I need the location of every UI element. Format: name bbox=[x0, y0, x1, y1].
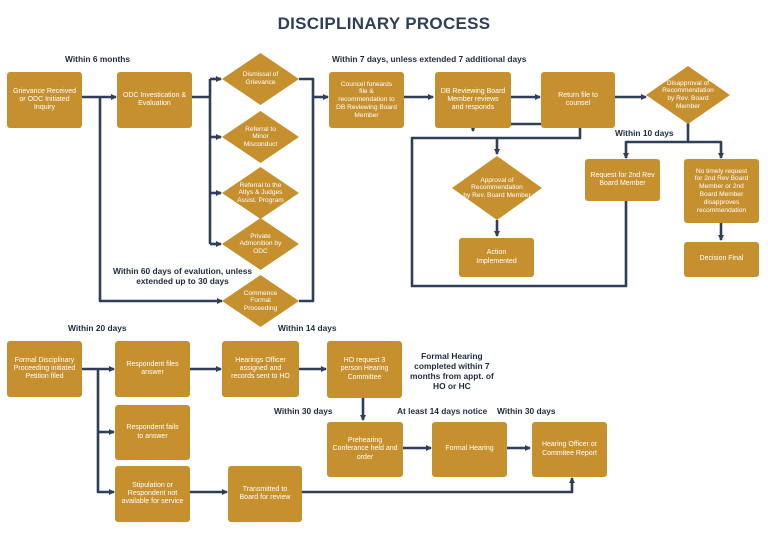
respondent-fails-box: Respondent fails to answer bbox=[115, 405, 190, 460]
transmitted-box: Transmitted to Board for review bbox=[228, 466, 302, 522]
note-thirty-days-b: Within 30 days bbox=[497, 406, 556, 416]
request-second-box: Request for 2nd Rev Board Member bbox=[585, 159, 660, 201]
petition-filed-box: Formal Disciplinary Proceeding initiated… bbox=[7, 341, 82, 397]
minor-misconduct-diamond: Referral to Minor Misconduct bbox=[222, 111, 299, 163]
note-fourteen-notice: At least 14 days notice bbox=[397, 406, 488, 416]
formal-proceeding-diamond: Commence Formal Proceeding bbox=[222, 275, 299, 327]
note-six-months: Within 6 months bbox=[65, 54, 131, 64]
prehearing-box: Prehearing Conferance held and order bbox=[327, 422, 403, 477]
note-fourteen-days: Within 14 days bbox=[278, 323, 337, 333]
approval-diamond: Approval of Recommendation by Rev. Board… bbox=[452, 156, 542, 220]
decision-final-box: Decision Final bbox=[684, 242, 759, 277]
officer-report-box: Hearing Officer or Commitee Report bbox=[532, 422, 607, 477]
note-twenty-days: Within 20 days bbox=[68, 323, 127, 333]
formal-hearing-box: Formal Hearing bbox=[432, 422, 507, 477]
grievance-received-box: Grievance Received or ODC Initiated Inqu… bbox=[7, 72, 82, 128]
page-title: DISCIPLINARY PROCESS bbox=[277, 14, 491, 33]
respondent-files-box: Respondent files answer bbox=[115, 341, 190, 397]
hearings-officer-box: Hearings Officer assigned and records se… bbox=[222, 341, 299, 397]
return-file-box: Return file to counsel bbox=[541, 72, 615, 128]
note-seven-days: Within 7 days, unless extended 7 additio… bbox=[332, 54, 527, 64]
dismissal-diamond: Dismissal of Grievance bbox=[222, 53, 299, 105]
attys-judges-diamond: Referral to the Attys & Judges Assist. P… bbox=[222, 167, 299, 219]
no-timely-request-box: No timely request for 2nd Rev Board Memb… bbox=[684, 159, 759, 223]
council-forwards-box: Councel forwards file & recommendation t… bbox=[329, 72, 404, 128]
note-formal-hearing: Formal Hearing completed within 7 months… bbox=[410, 351, 494, 392]
private-admonition-diamond: Private Admonition by ODC bbox=[222, 218, 299, 270]
note-thirty-days-a: Within 30 days bbox=[274, 406, 333, 416]
disapproval-diamond: Disapproval of Recommendation by Rev. Bo… bbox=[646, 66, 730, 124]
action-implemented-box: Action Implemented bbox=[459, 238, 534, 277]
note-sixty-days: Within 60 days of evalution, unless exte… bbox=[113, 266, 253, 287]
ho-request-box: HO request 3 person Hearing Committee bbox=[327, 341, 402, 398]
db-reviewing-box: DB Reviewing Board Member reviews and re… bbox=[435, 72, 511, 128]
stipulation-box: Stipulation or Respondent not available … bbox=[115, 466, 190, 522]
odc-investigation-box: ODC Investication & Evaluation bbox=[117, 72, 192, 128]
note-ten-days: Within 10 days bbox=[615, 128, 674, 138]
